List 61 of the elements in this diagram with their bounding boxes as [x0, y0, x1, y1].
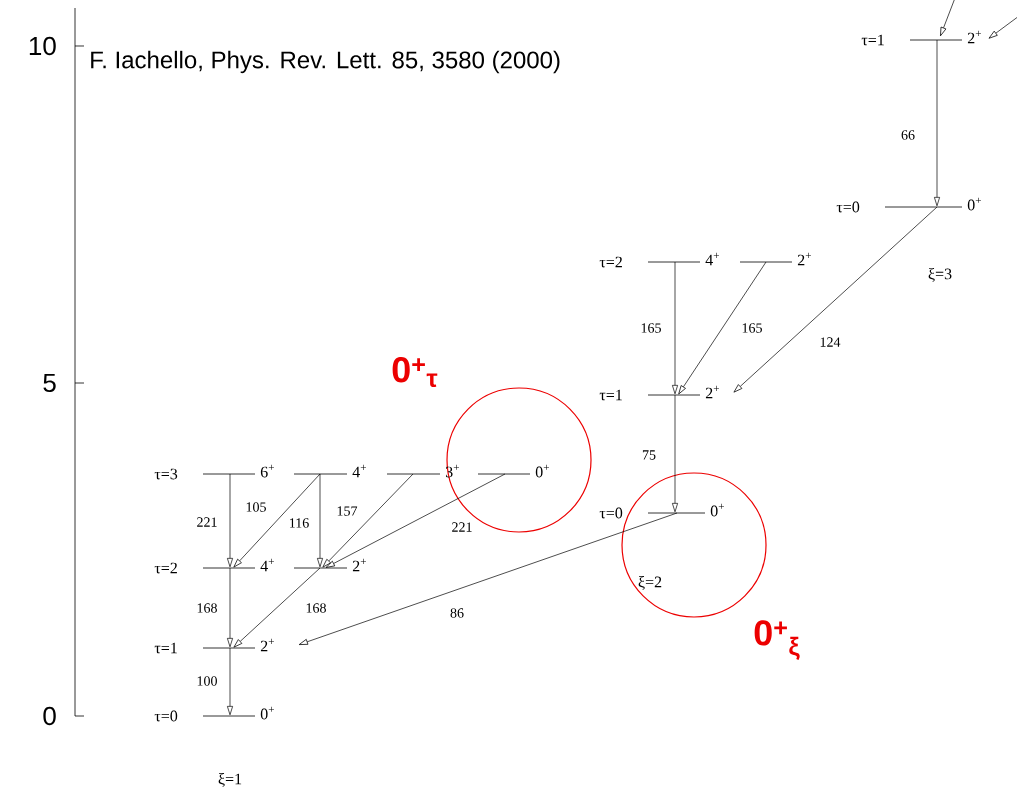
arrow — [678, 261, 767, 395]
level-label: τ=0 — [599, 507, 623, 519]
level-label: τ=0 — [836, 201, 860, 213]
arrow — [988, 15, 1017, 39]
column-label: ξ=2 — [638, 576, 662, 590]
edge-label: 157 — [335, 505, 359, 517]
edge-label: 124 — [818, 336, 842, 348]
edge-label: 165 — [639, 322, 663, 334]
citation: F. Iachello, Phys. Rev. Lett. 85, 3580 (2000) — [91, 50, 560, 74]
edge-label: 221 — [195, 516, 219, 528]
energy-level: 0$^{+}$ — [884, 197, 981, 211]
arrow — [233, 473, 321, 568]
axis-tick-label: 0 — [43, 706, 56, 726]
annotation: 0$^{+}$$_{τ}$ — [392, 356, 438, 388]
level-label: τ=1 — [599, 389, 622, 401]
energy-level: 2$^{+}$ — [909, 30, 981, 44]
edge-label: 105 — [244, 501, 268, 513]
arrow — [317, 473, 323, 568]
edge-label: 168 — [304, 602, 328, 614]
energy-level: 0$^{+}$ — [477, 464, 549, 478]
arrow — [322, 473, 414, 568]
energy-level: 4$^{+}$ — [647, 252, 719, 266]
energy-level: 2$^{+}$ — [293, 558, 366, 572]
arrow — [940, 0, 956, 37]
edge-label: 168 — [195, 602, 219, 614]
axis-tick-label: 5 — [43, 373, 56, 393]
energy-level: 0$^{+}$ — [647, 503, 724, 517]
annotation: 0$^{+}$ξ — [754, 620, 800, 660]
energy-level: 2$^{+}$ — [739, 252, 811, 266]
level-label: τ=2 — [154, 562, 177, 574]
axis-tick-label: 10 — [29, 36, 56, 56]
arrow — [227, 567, 233, 648]
energy-level: 4$^{+}$ — [293, 464, 366, 478]
column-label: ξ=3 — [928, 268, 952, 282]
energy-level: 6$^{+}$ — [202, 464, 274, 478]
edge-label: 100 — [195, 675, 219, 687]
arrow — [672, 261, 678, 395]
arrow — [733, 206, 938, 393]
arrow — [325, 473, 506, 568]
level-label: τ=0 — [154, 710, 178, 722]
arrow — [227, 473, 233, 568]
level-label: τ=1 — [154, 642, 177, 654]
energy-level: 2$^{+}$ — [647, 385, 719, 399]
level-label: τ=2 — [599, 256, 622, 268]
level-label: τ=3 — [154, 468, 178, 480]
edge-label: 221 — [450, 521, 474, 533]
arrow — [298, 512, 678, 645]
arrow — [672, 394, 678, 513]
energy-level: 0$^{+}$ — [202, 706, 274, 720]
edge-label: 75 — [641, 449, 657, 461]
edge-label: 165 — [740, 322, 764, 334]
edge-label: 86 — [449, 607, 465, 619]
column-label: ξ=1 — [218, 773, 242, 787]
edge-label: 66 — [900, 129, 916, 141]
energy-level: 4$^{+}$ — [202, 558, 274, 572]
level-label: τ=1 — [861, 34, 884, 46]
energy-level: 2$^{+}$ — [202, 638, 274, 652]
arrow — [227, 647, 233, 716]
edge-label: 116 — [287, 517, 311, 529]
arrow — [934, 39, 940, 207]
arrow — [233, 567, 321, 648]
